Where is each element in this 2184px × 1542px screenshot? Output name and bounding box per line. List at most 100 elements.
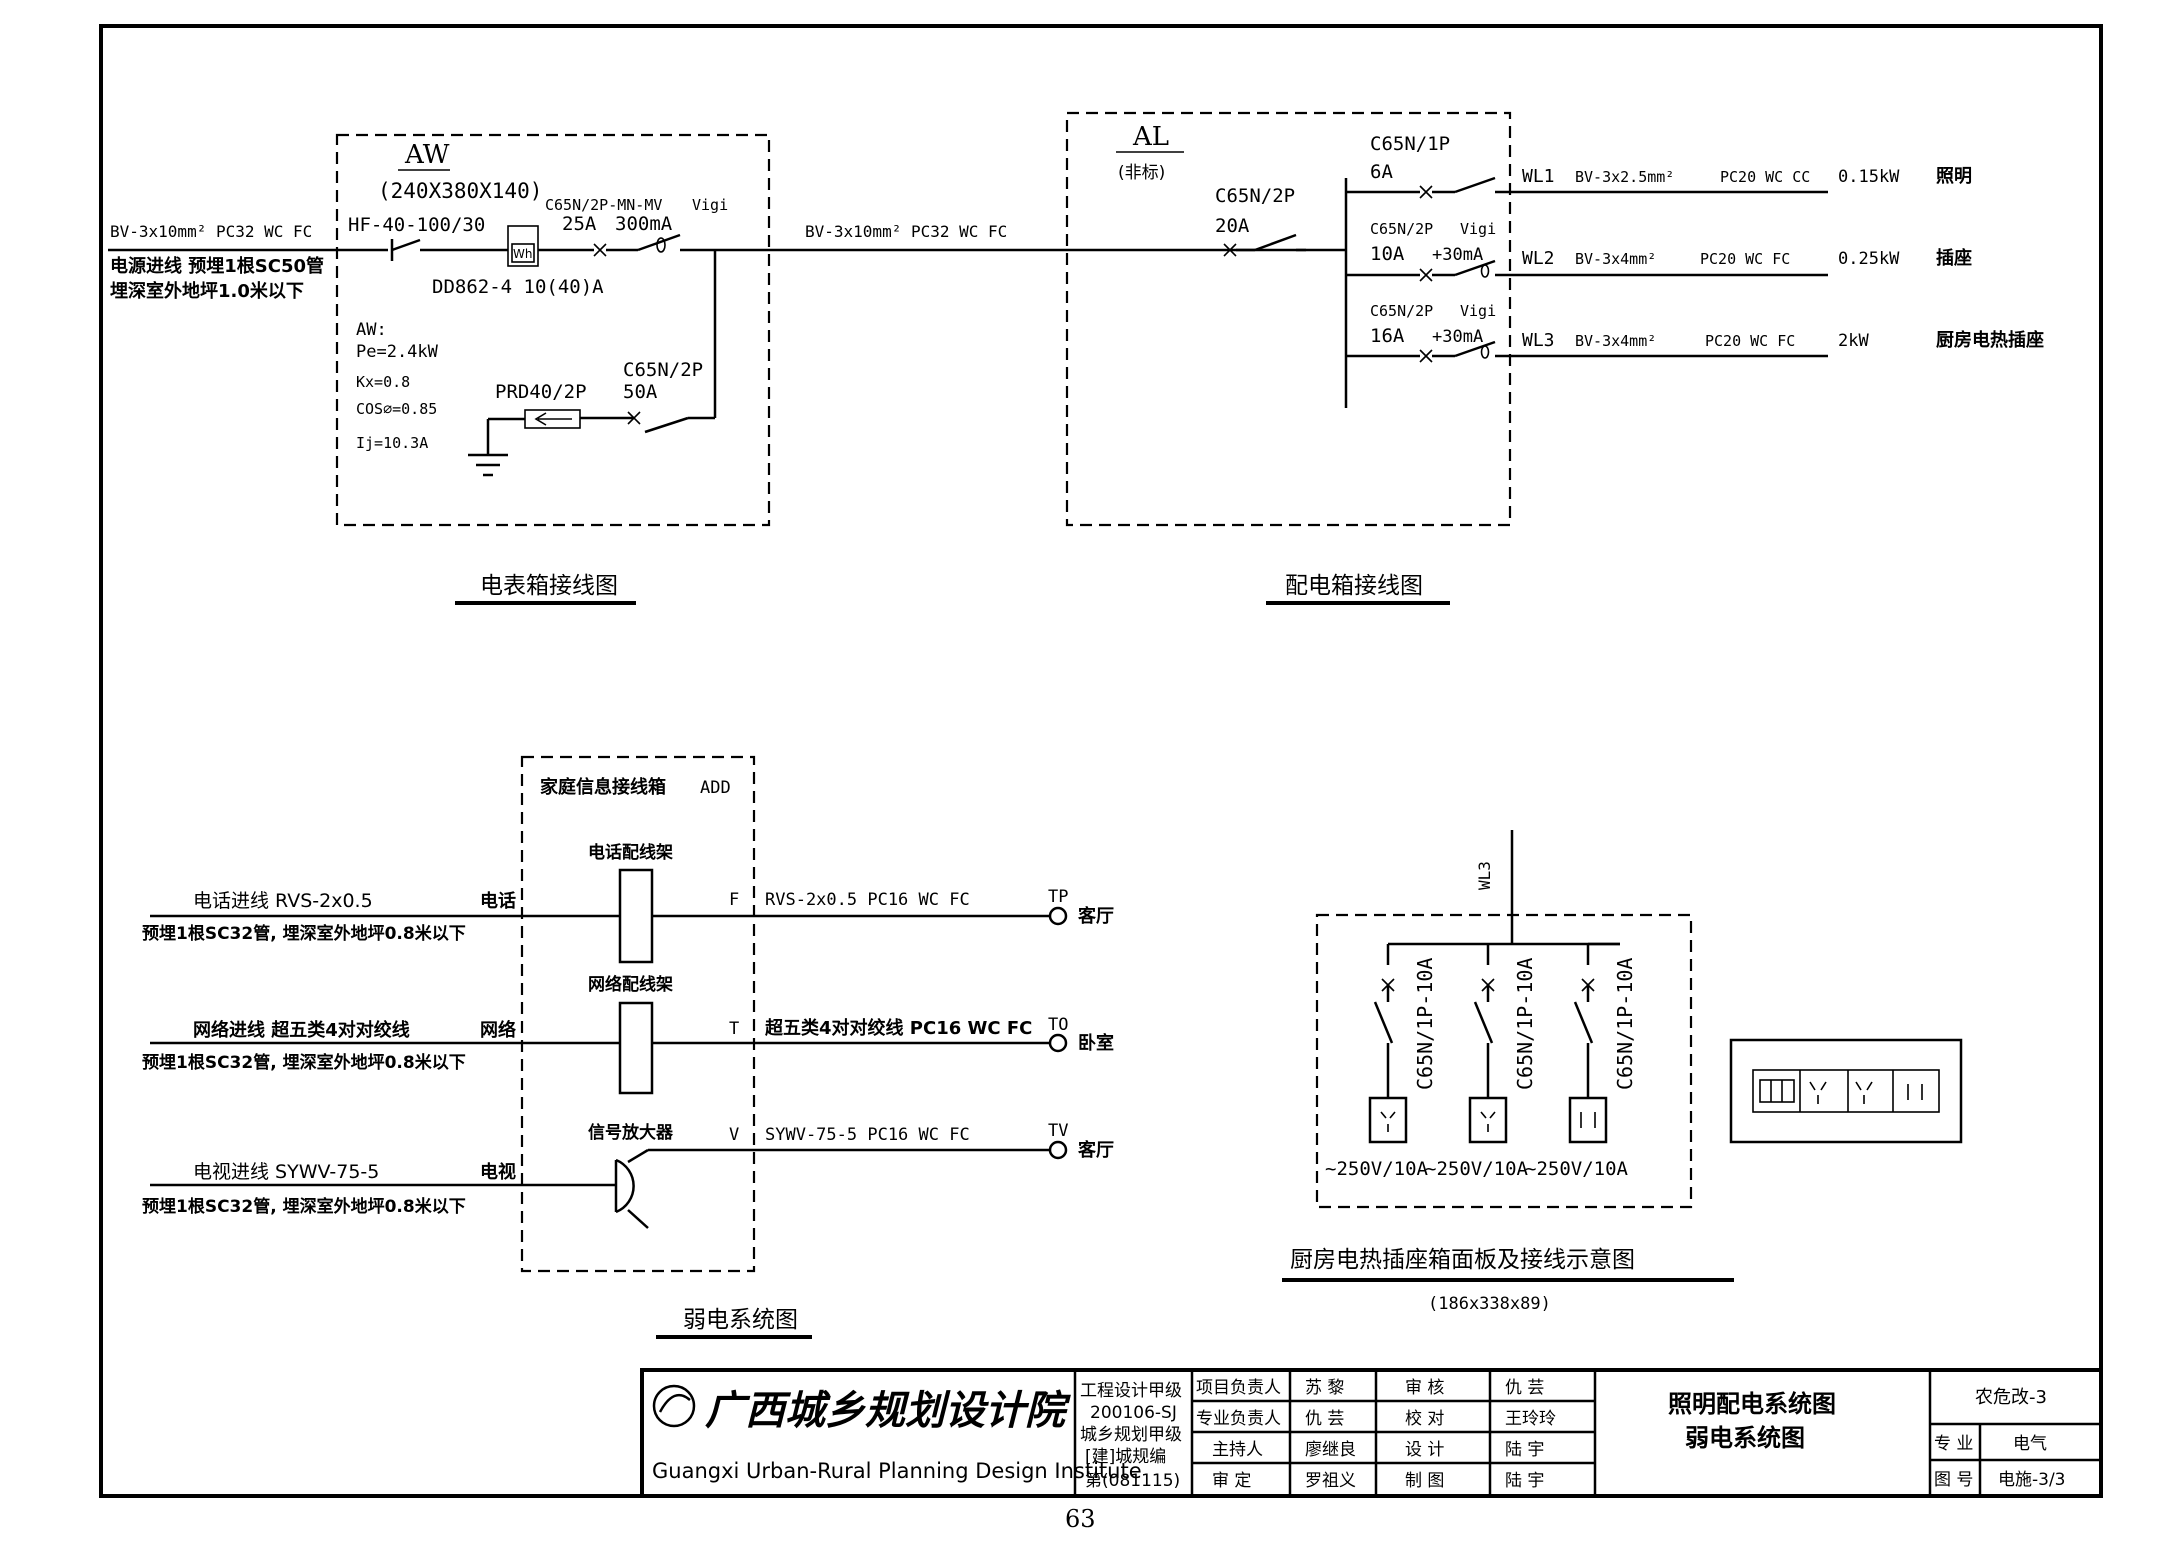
tv-outlet-icon [1048, 1140, 1068, 1160]
wl2-load: 0.25kW [1838, 249, 1900, 269]
tv-port: V [729, 1125, 739, 1145]
phone-out-cable: RVS-2x0.5 PC16 WC FC [765, 890, 970, 910]
phone-port: F [729, 890, 739, 910]
meter-model: DD862-4 10(40)A [432, 276, 604, 298]
name-6: 陆 宇 [1505, 1440, 1544, 1460]
company-name-cn: 广西城乡规划设计院 [705, 1387, 1071, 1434]
socket-3pin-icon-1 [1368, 1096, 1408, 1144]
wl1-id: WL1 [1522, 166, 1555, 187]
drawing-title-1: 照明配电系统图 [1668, 1390, 1836, 1418]
wl2-cable: BV-3x4mm² [1575, 250, 1656, 268]
wl1-conduit: PC20 WC CC [1720, 168, 1810, 186]
network-patch-panel-icon [618, 1001, 654, 1095]
wl2-conduit: PC20 WC FC [1700, 250, 1790, 268]
kitchen-breaker-2: C65N/1P-10A [1513, 958, 1537, 1090]
company-name-en: Guangxi Urban-Rural Planning Design Inst… [652, 1459, 1142, 1483]
rcd-model: C65N/2P-MN-MV [545, 196, 662, 214]
role-6: 设 计 [1405, 1440, 1444, 1460]
info-box-title: 家庭信息接线箱 [540, 776, 666, 798]
wl3-id: WL3 [1522, 330, 1555, 351]
signal-amplifier-icon [614, 1148, 649, 1229]
meter-incoming-cable: BV-3x10mm² PC32 WC FC [110, 222, 312, 241]
network-device: 网络配线架 [588, 974, 673, 995]
meter-box-size: (240X380X140) [378, 179, 542, 203]
wl1-rating: 6A [1370, 161, 1393, 183]
wl1-trip-icon [1419, 185, 1433, 199]
kitchen-socket-rating-3: ~250V/10A [1525, 1158, 1629, 1180]
name-7: 罗祖义 [1305, 1471, 1356, 1491]
spd-breaker-model: C65N/2P [623, 359, 703, 381]
wl3-trip-icon [1419, 349, 1433, 363]
socket-3pin-icon-2 [1468, 1096, 1508, 1144]
role-3: 专业负责人 [1196, 1409, 1281, 1429]
tv-out-cable: SYWV-75-5 PC16 WC FC [765, 1125, 970, 1145]
kwh-meter-symbol: Wh [513, 247, 532, 261]
role-7: 审 定 [1212, 1471, 1251, 1491]
wl3-cable: BV-3x4mm² [1575, 332, 1656, 350]
kwh-meter-icon [507, 225, 539, 267]
network-out-cable: 超五类4对对绞线 PC16 WC FC [765, 1017, 1032, 1039]
dist-box-outline [1065, 111, 1512, 527]
drawing-title-2: 弱电系统图 [1685, 1424, 1805, 1452]
qualification-4: [建]城规编 [1085, 1447, 1166, 1467]
title-block: 广西城乡规划设计院 Guangxi Urban-Rural Planning D… [640, 1368, 2103, 1498]
wl2-trip-icon [1419, 268, 1433, 282]
name-4: 王玲玲 [1505, 1409, 1556, 1429]
kitchen-branch-1: C65N/1P-10A ~250V/10A [1325, 944, 1437, 1180]
wl1-cable: BV-3x2.5mm² [1575, 168, 1674, 186]
phone-outlet-icon [1048, 906, 1068, 926]
company-logo-icon [652, 1384, 696, 1428]
kitchen-box-size: (186x338x89) [1428, 1294, 1551, 1314]
wl3-conduit: PC20 WC FC [1705, 332, 1795, 350]
kitchen-box-title: 厨房电热插座箱面板及接线示意图 [1290, 1247, 1635, 1273]
kitchen-socket-box-diagram: WL3 C65N/1P-10A ~250V/10A C65N/1P-10A ~2… [1282, 830, 1963, 1314]
dist-box-title: 配电箱接线图 [1285, 573, 1423, 599]
dist-box-diagram: AL (非标) C65N/2P 20A C65N/1P 6A WL1 BV-3x… [1065, 111, 2044, 605]
rcd-trip-icon [593, 243, 607, 257]
network-type: 网络 [480, 1019, 516, 1041]
name-1: 苏 黎 [1305, 1378, 1344, 1398]
rcd-sensitivity: 300mA [615, 213, 673, 235]
role-8: 制 图 [1405, 1471, 1444, 1491]
wl2-sens: +30mA [1432, 245, 1483, 265]
kitchen-socket-rating-1: ~250V/10A [1325, 1158, 1429, 1180]
network-in-label: 网络进线 超五类4对对绞线 [193, 1019, 410, 1041]
name-8: 陆 宇 [1505, 1471, 1544, 1491]
meter-incoming-note-2: 埋深室外地坪1.0米以下 [110, 280, 304, 302]
phone-outlet: TP [1048, 887, 1068, 907]
rcd-rating: 25A [562, 213, 597, 235]
network-port: T [729, 1019, 739, 1039]
wl2-id: WL2 [1522, 248, 1555, 269]
wl3-vigi: Vigi [1460, 302, 1496, 320]
role-1: 项目负责人 [1196, 1378, 1281, 1398]
meter-incoming-note-1: 电源进线 预埋1根SC50管 [110, 255, 324, 277]
meter-pe: Pe=2.4kW [356, 342, 439, 362]
dist-box-note: (非标) [1118, 163, 1165, 183]
ground-icon [468, 453, 508, 477]
tv-outlet: TV [1048, 1121, 1068, 1141]
wl2-vigi: Vigi [1460, 220, 1496, 238]
spd-model: PRD40/2P [495, 381, 587, 403]
sheet-no-value: 电施-3/3 [1998, 1470, 2066, 1490]
tv-room: 客厅 [1078, 1139, 1114, 1161]
wl3-breaker: C65N/2P [1370, 302, 1433, 320]
network-room: 卧室 [1078, 1032, 1114, 1054]
qualification-5: 第(081115) [1085, 1471, 1180, 1491]
kitchen-breaker-3: C65N/1P-10A [1613, 958, 1637, 1090]
meter-box-title: 电表箱接线图 [480, 573, 618, 599]
phone-in-note: 预埋1根SC32管, 埋深室外地坪0.8米以下 [142, 923, 466, 944]
dist-main-trip-icon [1223, 243, 1237, 257]
meter-calc-title: AW: [356, 320, 387, 340]
tv-type: 电视 [480, 1161, 516, 1183]
kitchen-breaker-1: C65N/1P-10A [1413, 958, 1437, 1090]
kitchen-box-outline [1315, 913, 1693, 1209]
network-outlet-icon [1048, 1033, 1068, 1053]
kitchen-panel-front-icon [1729, 1038, 1963, 1144]
wl3-rating: 16A [1370, 325, 1405, 347]
network-outlet: TO [1048, 1015, 1068, 1035]
weak-current-diagram: 家庭信息接线箱 ADD 电话进线 RVS-2x0.5 预埋1根SC32管, 埋深… [142, 755, 1114, 1339]
tv-in-label: 电视进线 SYWV-75-5 [193, 1161, 379, 1183]
info-box-outline [520, 755, 756, 1273]
wl1-breaker: C65N/1P [1370, 133, 1450, 155]
tv-device: 信号放大器 [588, 1122, 674, 1143]
